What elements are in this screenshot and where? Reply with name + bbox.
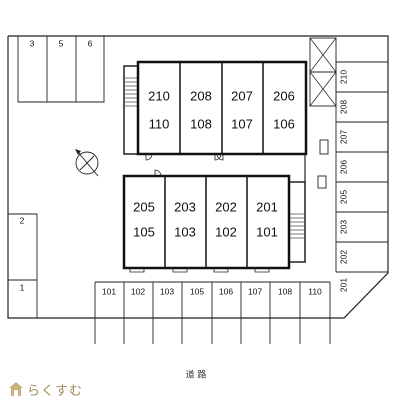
logo: らくすむ — [8, 380, 84, 399]
unit-label: 205 — [133, 199, 155, 214]
unit-label: 210 — [148, 88, 170, 103]
parking-right-label: 210 — [338, 70, 348, 84]
unit-label: 103 — [174, 224, 196, 239]
unit-label: 203 — [174, 199, 196, 214]
unit-label: 110 — [149, 116, 170, 131]
unit-label: 202 — [215, 199, 237, 214]
parking-right-label: 203 — [338, 220, 348, 234]
parking-bottom-label: 107 — [248, 286, 262, 296]
unit-label: 101 — [256, 224, 278, 239]
building-upper — [123, 60, 329, 161]
parking-bottom-label: 103 — [160, 286, 174, 296]
parking-bottom-label: 101 — [102, 286, 116, 296]
unit-label: 201 — [256, 199, 278, 214]
unit-label: 207 — [231, 88, 253, 103]
parking-left-label: 2 — [20, 215, 25, 225]
parking-bottom-label: 108 — [278, 286, 292, 296]
parking-right-group: 210 208 207 206 205 203 202 201 — [335, 61, 388, 292]
stairs-icon — [290, 213, 304, 239]
parking-left-label: 1 — [20, 282, 25, 292]
storage-area — [309, 37, 337, 107]
logo-text: らくすむ — [27, 383, 84, 399]
unit-label: 102 — [215, 224, 237, 239]
unit-label: 208 — [190, 88, 212, 103]
parking-top-group: 3 5 6 — [17, 36, 105, 103]
unit-labels-upper: 210 208 207 206 110 108 107 106 — [148, 88, 295, 131]
parking-right-label: 208 — [338, 100, 348, 114]
parking-right-label: 207 — [338, 130, 348, 144]
parking-right-label: 202 — [338, 250, 348, 264]
parking-right-label: 201 — [338, 278, 348, 292]
parking-top-label: 5 — [59, 38, 64, 48]
parking-right-label: 206 — [338, 160, 348, 174]
unit-label: 106 — [273, 116, 295, 131]
unit-labels-lower: 205 203 202 201 105 103 102 101 — [133, 199, 278, 239]
site-boundary — [7, 35, 389, 319]
parking-left-group: 2 1 — [8, 213, 38, 318]
parking-top-label: 6 — [88, 38, 93, 48]
parking-bottom-label: 110 — [308, 286, 322, 296]
parking-bottom-label: 105 — [190, 286, 204, 296]
parking-right-label: 205 — [338, 190, 348, 204]
unit-label: 108 — [190, 116, 212, 131]
unit-label: 105 — [133, 224, 155, 239]
stairs-icon — [125, 77, 137, 107]
unit-label: 107 — [231, 116, 253, 131]
parking-top-label: 3 — [30, 38, 35, 48]
unit-label: 206 — [273, 88, 295, 103]
north-arrow-icon — [75, 149, 99, 177]
parking-bottom-label: 102 — [131, 286, 145, 296]
road-label: 道 路 — [186, 369, 207, 381]
building-lower — [122, 154, 327, 273]
parking-bottom-group: 101 102 103 105 106 107 108 110 — [94, 281, 331, 344]
parking-bottom-label: 106 — [219, 286, 233, 296]
house-logo-icon — [9, 382, 23, 396]
